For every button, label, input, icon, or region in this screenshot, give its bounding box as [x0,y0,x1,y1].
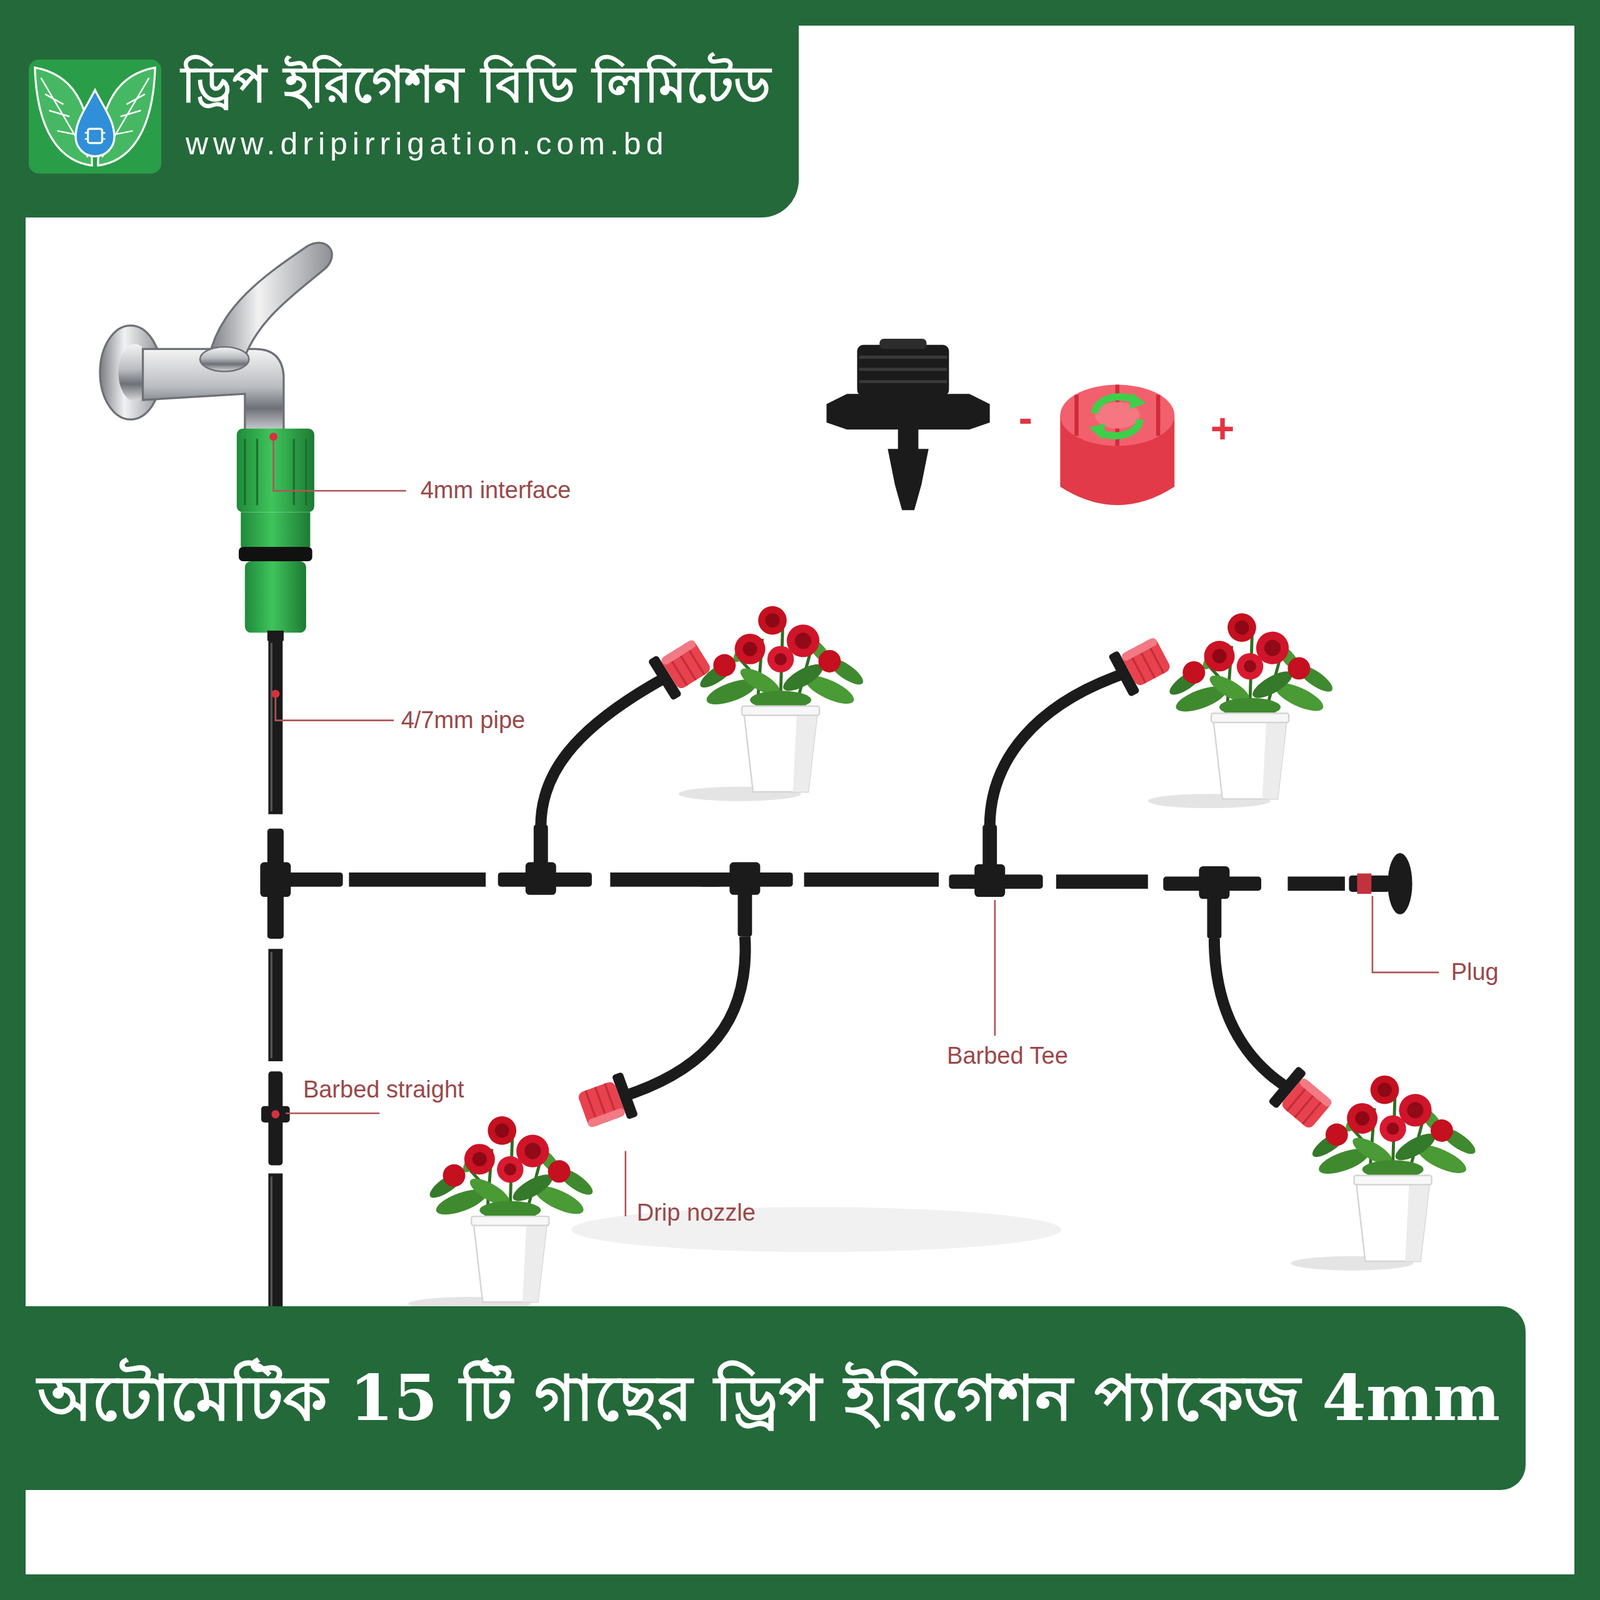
title-band: অটোমেটিক 15 টি গাছের ড্রিপ ইরিগেশন প্যাক… [0,1306,1526,1490]
part-label: Plug [1451,958,1499,987]
pipe-highlight [270,643,273,1307]
company-logo [28,59,162,174]
thread-adapter [826,338,990,510]
barbed-straight [261,1071,290,1165]
part-label: Drip nozzle [636,1199,756,1227]
branch-tube [540,673,1288,1097]
header-panel: ড্রিপ ইরিগেশন বিডি লিমিটেড www.dripirriga… [0,0,799,218]
plug [1348,853,1412,915]
barbed-tee [498,824,1262,939]
company-website: www.dripirrigation.com.bd [185,125,669,163]
tap-connector [236,428,315,642]
plus-sign: + [1210,405,1235,453]
part-label: 4mm interface [420,476,572,505]
potted-flower [408,606,1479,1312]
leader-dot [269,432,280,1119]
leader-line [273,440,1439,1217]
part-label: 4/7mm pipe [401,706,526,735]
main-pipe [268,638,283,1309]
part-label: Barbed straight [303,1076,465,1104]
part-label: Barbed Tee [946,1042,1069,1070]
company-name: ড্রিপ ইরিগেশন বিডি লিমিটেড [181,55,771,115]
faucet [100,242,332,434]
red-cap [1060,385,1175,506]
package-title: অটোমেটিক 15 টি গাছের ড্রিপ ইরিগেশন প্যাক… [37,1360,1500,1437]
minus-sign: - [1018,394,1033,442]
main-tee [260,828,343,939]
